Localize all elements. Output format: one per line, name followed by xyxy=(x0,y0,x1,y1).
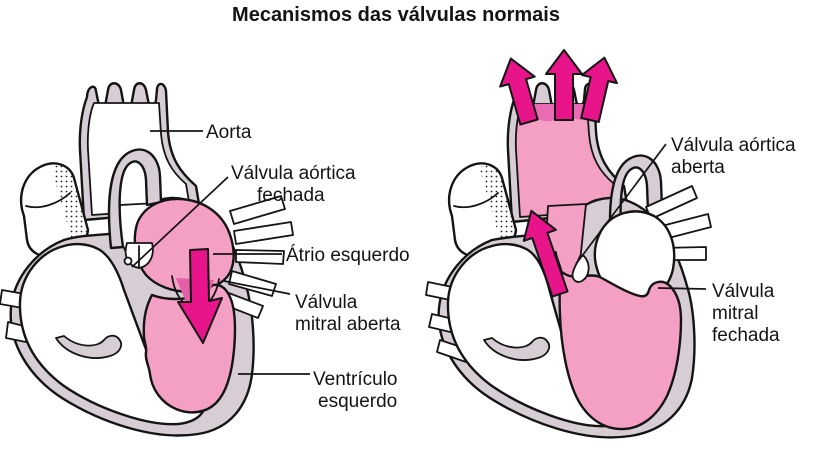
vena-cava-rim xyxy=(25,192,71,209)
pulmonary-vein-stub xyxy=(229,195,286,225)
blood-flow-arrow-down xyxy=(177,248,223,344)
label-left-ventricle-line1: Ventrículo xyxy=(313,369,398,390)
blood-flow-arrow-up xyxy=(522,209,569,298)
label-aortic-valve-closed-line2: fechada xyxy=(257,185,325,206)
tricuspid-valve-flap xyxy=(55,334,123,359)
leader-mitral-closed xyxy=(657,287,707,290)
label-aortic-valve-open-line1: Válvula aórtica xyxy=(671,135,796,156)
label-left-ventricle-line2: esquerdo xyxy=(318,391,397,412)
label-aortic-valve-closed-line1: Válvula aórtica xyxy=(231,163,356,184)
leader-mitral-open xyxy=(223,280,291,295)
label-mitral-closed-line3: fechada xyxy=(712,325,780,346)
label-mitral-closed-line1: Válvula xyxy=(712,281,775,302)
right-heart-figure: Válvula aórtica aberta Válvula mitral fe… xyxy=(425,49,796,439)
label-mitral-closed-line2: mitral xyxy=(712,303,758,324)
diagram-title: Mecanismos das válvulas normais xyxy=(232,4,560,26)
ejection-arrow-middle xyxy=(545,49,583,121)
vena-cava-stipple xyxy=(480,163,517,247)
left-heart-figure: Aorta Válvula aórtica fechada Átrio esqu… xyxy=(0,82,410,437)
left-ventricle xyxy=(558,270,683,431)
label-aortic-valve-open-line2: aberta xyxy=(671,157,725,178)
ejection-arrow-right xyxy=(580,56,618,124)
vena-cava-stipple xyxy=(52,163,89,247)
leader-aortic-valve-open xyxy=(575,143,667,265)
leader-aortic-valve-closed xyxy=(131,176,229,268)
pulmonary-vein-stub xyxy=(233,221,294,245)
vena-cava-rim xyxy=(453,192,499,209)
aortic-valve-curl xyxy=(123,256,133,266)
label-left-atrium: Átrio esquerdo xyxy=(286,245,410,266)
label-mitral-open-line1: Válvula xyxy=(295,292,358,313)
tricuspid-valve-flap xyxy=(483,336,551,361)
pulmonary-vein-stub xyxy=(235,249,285,265)
label-aorta: Aorta xyxy=(206,122,252,143)
ejection-arrow-left xyxy=(499,57,539,126)
label-mitral-open-line2: mitral aberta xyxy=(295,314,401,335)
pulmonary-vein-stubs xyxy=(221,195,294,319)
